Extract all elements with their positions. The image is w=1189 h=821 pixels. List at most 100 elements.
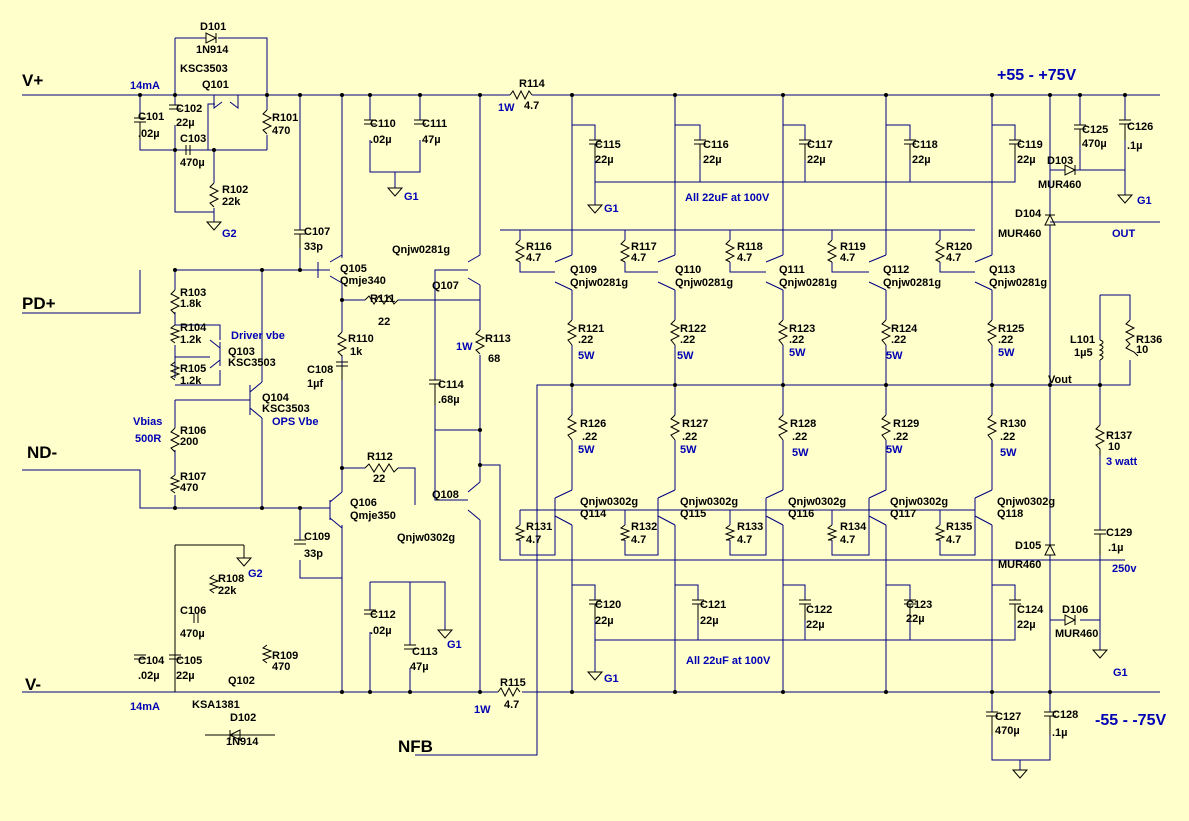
power-rating-4: 5W <box>998 347 1015 359</box>
value-q116: Qnjw0302g <box>788 496 846 508</box>
ref-r107: R107 <box>180 471 206 483</box>
value-r123: .22 <box>789 334 804 346</box>
value-r110: 1k <box>350 346 363 358</box>
ref-c118: C118 <box>912 139 938 151</box>
ref-d103: D103 <box>1047 155 1073 167</box>
ref-q111: Q111 <box>779 264 805 276</box>
power-rating-3: 5W <box>886 350 903 362</box>
ref-r126: R126 <box>580 418 606 430</box>
value-r122: .22 <box>680 334 695 346</box>
note-ops-vbe: OPS Vbe <box>272 416 318 428</box>
ref-c112: C112 <box>370 609 396 621</box>
ref-c102: C102 <box>176 103 202 115</box>
value-c110: .02µ <box>370 134 392 146</box>
ground-label-7: G1 <box>1113 667 1128 679</box>
ref-q112: Q112 <box>883 264 909 276</box>
power-rating-7: 5W <box>792 447 809 459</box>
ref-c101: C101 <box>138 111 164 123</box>
value-r115: 4.7 <box>504 699 519 711</box>
ref-r134: R134 <box>840 521 867 533</box>
value-q106: Qmje350 <box>350 510 396 522</box>
port-vminus: V- <box>25 675 41 694</box>
value-c122: 22µ <box>806 619 825 631</box>
value-c117: 22µ <box>807 154 826 166</box>
value-q110: Qnjw0281g <box>675 277 733 289</box>
port-pdplus: PD+ <box>22 294 56 313</box>
note-r113-power: 1W <box>456 341 473 353</box>
ref-c105: C105 <box>176 655 202 667</box>
ref-r136: R136 <box>1136 334 1162 346</box>
ref-r116: R116 <box>526 241 552 253</box>
diodes <box>205 32 1077 741</box>
ref-r133: R133 <box>737 521 763 533</box>
value-c121: 22µ <box>700 615 719 627</box>
note-r114-power: 1W <box>498 102 515 114</box>
value-r120: 4.7 <box>946 252 961 264</box>
ref-q107: Q107 <box>432 280 459 292</box>
value-q101: KSC3503 <box>180 63 228 75</box>
value-q111: Qnjw0281g <box>779 277 837 289</box>
ref-r125: R125 <box>998 323 1024 335</box>
ref-c110: C110 <box>370 118 396 130</box>
value-c104: .02µ <box>138 670 160 682</box>
value-c101: .02µ <box>138 128 160 140</box>
ref-r109: R109 <box>272 650 298 662</box>
ref-r103: R103 <box>180 287 206 299</box>
port-vplus: V+ <box>22 71 43 90</box>
ref-d102: D102 <box>230 712 256 724</box>
ref-r118: R118 <box>737 241 763 253</box>
rail-negative: -55 - -75V <box>1095 712 1166 729</box>
ref-q105: Q105 <box>340 263 367 275</box>
value-r103: 1.8k <box>180 298 202 310</box>
ref-r121: R121 <box>578 323 604 335</box>
value-r132: 4.7 <box>631 534 646 546</box>
ref-r102: R102 <box>222 184 248 196</box>
power-rating-1: 5W <box>677 350 694 362</box>
ref-c104: C104 <box>138 655 165 667</box>
value-r119: 4.7 <box>840 252 855 264</box>
ref-c116: C116 <box>703 139 729 151</box>
ref-c126: C126 <box>1127 121 1153 133</box>
ref-c125: C125 <box>1082 124 1108 136</box>
ref-q103: Q103 <box>228 346 255 358</box>
value-r101: 470 <box>272 125 290 137</box>
ref-r117: R117 <box>631 241 657 253</box>
value-c108: 1µf <box>307 378 323 390</box>
ground-label-5: G1 <box>447 639 462 651</box>
ref-c122: C122 <box>806 604 832 616</box>
ref-r115: R115 <box>500 677 526 689</box>
ref-q116: Q116 <box>788 508 814 520</box>
value-r134: 4.7 <box>840 534 855 546</box>
value-q105: Qmje340 <box>340 275 386 287</box>
value-q115: Qnjw0302g <box>680 496 738 508</box>
ref-r122: R122 <box>680 323 706 335</box>
note-current-top: 14mA <box>130 80 160 92</box>
ref-q118: Q118 <box>997 508 1023 520</box>
value-r118: 4.7 <box>737 252 752 264</box>
ref-r106: R106 <box>180 425 206 437</box>
ref-c129: C129 <box>1106 527 1132 539</box>
ground-label-3: G1 <box>1137 195 1152 207</box>
junctions <box>138 93 1127 694</box>
ref-q106: Q106 <box>350 497 377 509</box>
note-vbias: Vbias <box>133 416 162 428</box>
value-q103: KSC3503 <box>228 357 276 369</box>
value-c118: 22µ <box>912 154 931 166</box>
value-r113: 68 <box>488 353 500 365</box>
ref-q101: Q101 <box>202 79 229 91</box>
ref-c106: C106 <box>180 605 206 617</box>
value-c102: 22µ <box>176 117 195 129</box>
value-r106: 200 <box>180 436 198 448</box>
value-q114: Qnjw0302g <box>580 496 638 508</box>
ref-c127: C127 <box>995 711 1021 723</box>
note-vbias-pot: 500R <box>135 433 161 445</box>
value-c129: .1µ <box>1108 542 1124 554</box>
value-c116: 22µ <box>703 154 722 166</box>
ref-d101: D101 <box>200 21 226 33</box>
ref-r113: R113 <box>485 333 511 345</box>
value-c103: 470µ <box>180 157 205 169</box>
value-r117: 4.7 <box>631 252 646 264</box>
ground-label-2: G1 <box>604 203 619 215</box>
value-r112: 22 <box>373 473 385 485</box>
